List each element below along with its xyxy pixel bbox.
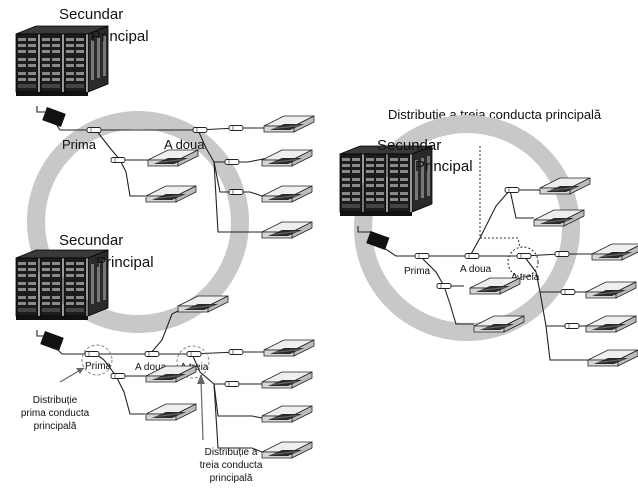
branch-joint-icon xyxy=(110,373,126,379)
piping-ring-3 xyxy=(354,115,580,341)
secondary-label: Secundar xyxy=(59,6,123,23)
cassette-indoor-unit-icon xyxy=(261,149,313,167)
diagram-2: Secundar Principal Prima A doua A treia xyxy=(16,232,315,484)
outdoor-unit-icon xyxy=(340,146,432,216)
cassette-indoor-unit-icon xyxy=(145,185,197,203)
branch-joint-icon xyxy=(560,289,576,295)
branch-joint-icon xyxy=(516,253,532,259)
first-branch-label: Prima xyxy=(404,266,431,277)
branch-joint-icon xyxy=(186,351,202,357)
branch-joint-icon xyxy=(192,127,208,133)
cassette-indoor-unit-icon xyxy=(263,339,315,357)
cassette-indoor-unit-icon xyxy=(585,315,637,333)
branch-joint-icon xyxy=(564,323,580,329)
secondary-label: Secundar xyxy=(59,232,123,249)
cassette-indoor-unit-icon xyxy=(261,441,313,459)
second-branch-label: A doua xyxy=(164,137,205,152)
cassette-indoor-unit-icon xyxy=(469,277,521,295)
cassette-indoor-unit-icon xyxy=(263,115,315,133)
title-pointer-line xyxy=(479,146,521,249)
third-branch-highlight xyxy=(176,345,210,379)
cassette-indoor-unit-icon xyxy=(261,185,313,203)
branch-joint-icon xyxy=(228,349,244,355)
cassette-indoor-unit-icon xyxy=(261,221,313,239)
branch-joint-icon xyxy=(228,189,244,195)
cassette-indoor-unit-icon xyxy=(585,281,637,299)
note-third-line2: treia conducta xyxy=(200,460,263,471)
callout-arrow-third xyxy=(197,374,205,441)
branch-joint-icon xyxy=(436,283,452,289)
branch-joint-icon xyxy=(554,251,570,257)
main-label: Principal xyxy=(96,254,154,271)
outdoor-unit-icon xyxy=(16,250,108,320)
branch-joint-icon xyxy=(228,125,244,131)
secondary-label: Secundar xyxy=(377,137,441,154)
branch-joint-icon xyxy=(84,351,100,357)
note-first-line1: Distribuție xyxy=(33,395,78,406)
branch-joint-icon xyxy=(504,187,520,193)
branch-joint-icon xyxy=(110,157,126,163)
note-third-line1: Distribuție a xyxy=(205,447,258,458)
cassette-indoor-unit-icon xyxy=(261,371,313,389)
piping-network-2 xyxy=(36,309,268,453)
branch-joint-icon xyxy=(224,159,240,165)
second-branch-label: A doua xyxy=(460,264,492,275)
main-label: Principal xyxy=(415,158,473,175)
cassette-indoor-unit-icon xyxy=(587,349,638,367)
first-branch-label: Prima xyxy=(85,361,112,372)
cassette-indoor-unit-icon xyxy=(539,177,591,195)
main-label: Principal xyxy=(91,28,149,45)
cassette-indoor-unit-icon xyxy=(261,405,313,423)
cassette-indoor-unit-icon xyxy=(473,315,525,333)
diagram-3: Distribuție a treia conducta principală … xyxy=(340,107,638,367)
first-branch-label: Prima xyxy=(62,137,97,152)
first-branch-highlight xyxy=(81,344,113,376)
branch-joint-icon xyxy=(414,253,430,259)
branch-joint-icon xyxy=(464,253,480,259)
third-branch-label: A treia xyxy=(511,272,540,283)
note-third-line3: principală xyxy=(210,473,253,484)
cassette-indoor-unit-icon xyxy=(177,295,229,313)
cassette-indoor-unit-icon xyxy=(145,403,197,421)
branch-joint-icon xyxy=(144,351,160,357)
note-first-line3: principală xyxy=(34,421,77,432)
note-first-line2: prima conducta xyxy=(21,408,90,419)
second-branch-label: A doua xyxy=(135,362,167,373)
piping-ring-1 xyxy=(27,111,249,333)
branch-joint-icon xyxy=(224,381,240,387)
cassette-indoor-unit-icon xyxy=(147,149,199,167)
diagram-1: Secundar Principal Prima A doua xyxy=(16,6,315,333)
callout-arrow-first xyxy=(59,367,85,383)
third-branch-highlight xyxy=(507,246,539,278)
cassette-indoor-unit-icon xyxy=(591,243,638,261)
branch-joint-icon xyxy=(86,127,102,133)
